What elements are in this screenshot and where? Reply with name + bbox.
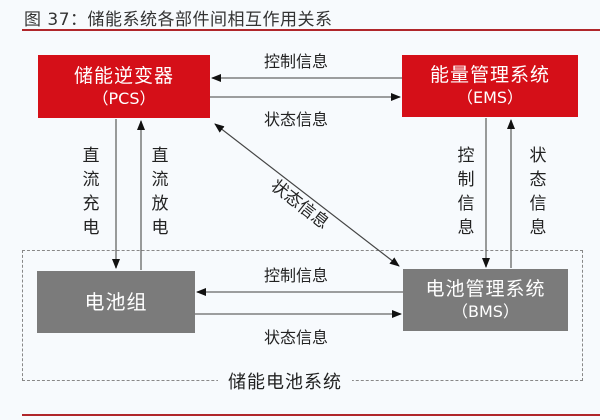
ems-node: 能量管理系统 （EMS） — [402, 55, 578, 117]
label-pcs-to-ems: 状态信息 — [264, 110, 329, 129]
label-bms-to-battery: 控制信息 — [264, 266, 329, 285]
ems-name: 能量管理系统 — [429, 64, 550, 86]
pcs-name: 储能逆变器 — [73, 64, 174, 87]
pcs-abbr: （PCS） — [92, 88, 156, 108]
title-rule — [22, 29, 600, 31]
ems-abbr: （EMS） — [456, 88, 524, 107]
label-ems-to-bms: 控制信息 — [457, 146, 475, 238]
label-ems-to-pcs: 控制信息 — [264, 52, 329, 71]
battery-name: 电池组 — [84, 290, 148, 314]
battery-system-label: 储能电池系统 — [218, 368, 352, 394]
label-battery-to-pcs: 直流放电 — [151, 146, 169, 238]
bms-name: 电池管理系统 — [425, 278, 546, 300]
figure-title: 图 37：储能系统各部件间相互作用关系 — [24, 10, 333, 30]
pcs-node: 储能逆变器 （PCS） — [38, 55, 210, 118]
label-pcs-to-battery: 直流充电 — [82, 146, 100, 238]
label-battery-to-bms: 状态信息 — [264, 328, 329, 347]
bottom-rule — [22, 414, 600, 416]
bms-abbr: （BMS） — [452, 302, 519, 321]
label-bms-to-ems: 状态信息 — [529, 146, 547, 238]
battery-node: 电池组 — [37, 271, 195, 333]
arrow-pcs-bms-diagonal — [214, 123, 400, 267]
bms-node: 电池管理系统 （BMS） — [403, 269, 568, 331]
